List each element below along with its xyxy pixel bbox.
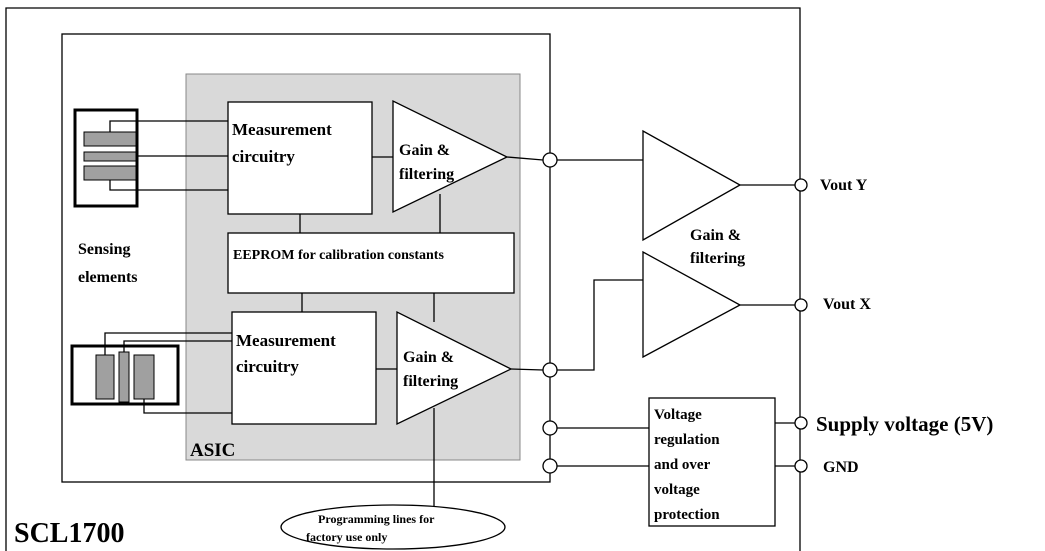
- module-pin-x: [542, 362, 558, 378]
- module-pin-gnd: [542, 458, 558, 474]
- vout-x-pin: [794, 298, 808, 312]
- gain-label-lower: Gain & filtering: [403, 349, 458, 390]
- supply-voltage-label: Supply voltage (5V): [816, 412, 993, 436]
- measurement-label-upper: Measurement circuitry: [232, 120, 336, 166]
- programming-note-ellipse: [280, 504, 506, 550]
- output-amplifier-x: [642, 250, 742, 359]
- module-pin-supply: [542, 420, 558, 436]
- vout-y-pin: [794, 178, 808, 192]
- gain-label-upper: Gain & filtering: [399, 142, 454, 183]
- sensing-element-lower: [70, 344, 180, 406]
- measurement-box-lower: [231, 311, 377, 425]
- gain-label-outer: Gain & filtering: [690, 227, 745, 267]
- module-frame: [61, 33, 551, 483]
- voltage-regulation-box: [648, 397, 776, 527]
- asic-label: ASIC: [190, 440, 235, 461]
- sensing-element-upper: [73, 108, 139, 208]
- voltage-regulation-label: Voltage regulation and over voltage prot…: [654, 407, 723, 523]
- module-pin-y: [542, 152, 558, 168]
- device-name: SCL1700: [14, 518, 124, 549]
- gnd-pin: [794, 459, 808, 473]
- sensing-elements-label: Sensing elements: [78, 241, 138, 286]
- measurement-box-upper: [227, 101, 373, 215]
- vout-y-label: Vout Y: [820, 177, 868, 194]
- eeprom-label: EEPROM for calibration constants: [233, 248, 444, 263]
- programming-note-label: Programming lines for factory use only: [306, 512, 437, 544]
- measurement-label-lower: Measurement circuitry: [236, 331, 340, 376]
- gnd-label: GND: [823, 459, 859, 476]
- device-frame: [5, 7, 801, 551]
- gain-amplifier-lower: [396, 310, 513, 426]
- output-amplifier-y: [642, 129, 742, 242]
- supply-pin: [794, 416, 808, 430]
- vout-x-label: Vout X: [823, 296, 871, 313]
- eeprom-box: [227, 232, 515, 294]
